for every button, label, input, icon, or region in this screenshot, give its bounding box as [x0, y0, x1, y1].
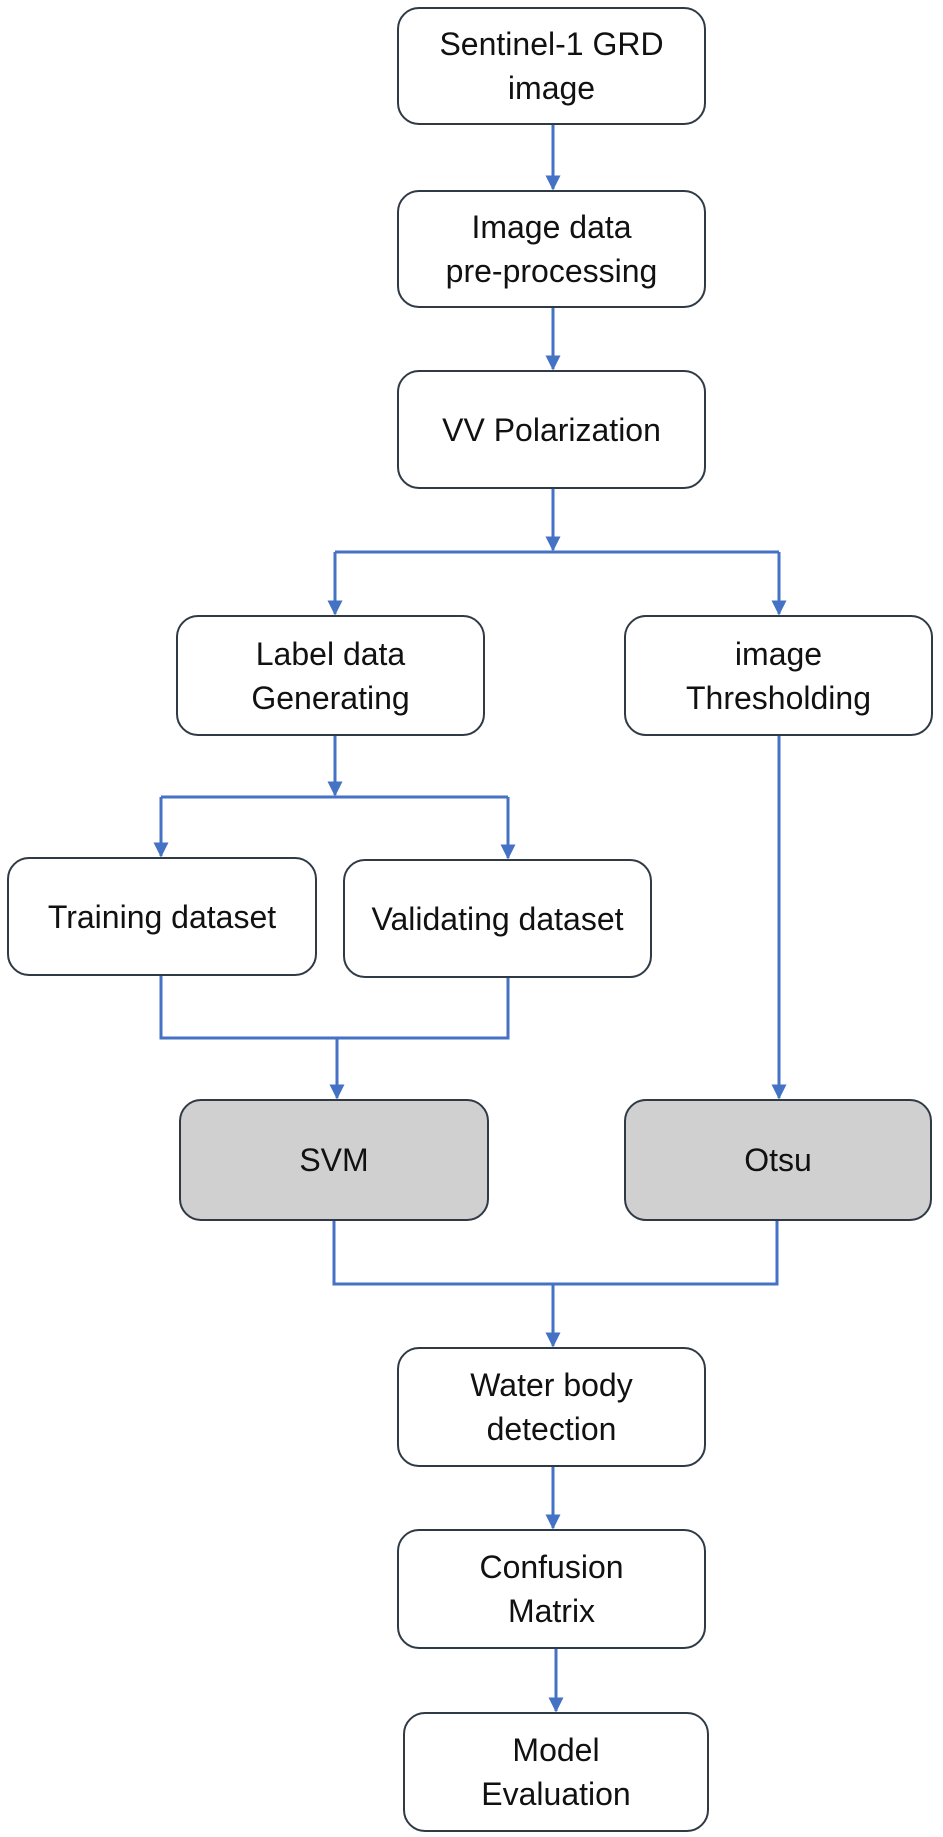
node-svm: SVM	[179, 1099, 489, 1221]
merge-datasets	[159, 976, 510, 1040]
node-vv-polarization: VV Polarization	[397, 370, 706, 489]
node-training-dataset: Training dataset	[7, 857, 317, 976]
node-validating-dataset: Validating dataset	[343, 859, 652, 978]
merge-svm-otsu	[332, 1221, 779, 1286]
node-otsu: Otsu	[624, 1099, 932, 1221]
